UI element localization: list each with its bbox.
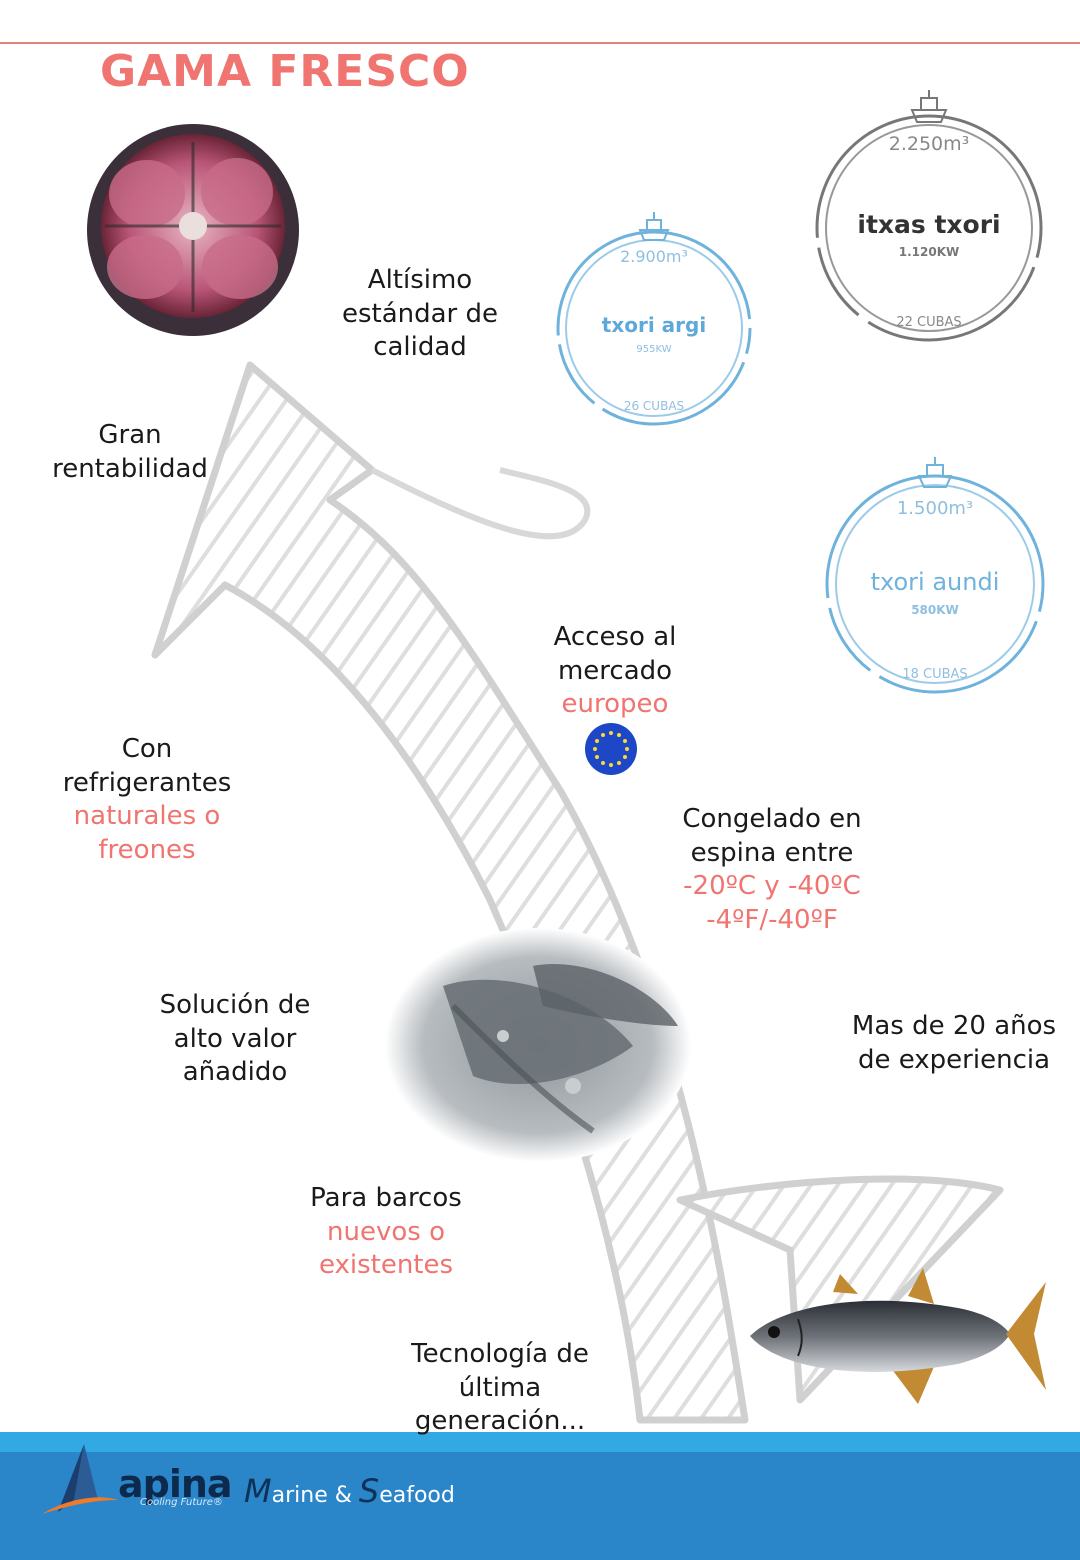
feature-vessels: Para barcos nuevos o existentes: [310, 1183, 462, 1280]
brand-tagline: Cooling Future®: [140, 1497, 223, 1508]
vessel-power: 580KW: [911, 603, 959, 617]
feature-refrigerants: Con refrigerantes naturales o freones: [62, 734, 232, 865]
division-name: Marine & Seafood: [244, 1472, 455, 1510]
feature-freezing: Congelado en espina entre -20ºC y -40ºC …: [682, 804, 862, 935]
feature-quality: Altísimo estándar de calidad: [341, 265, 499, 362]
vessel-badge-itxas-txori: 2.250m³ itxas txori 1.120KW 22 CUBAS: [815, 90, 1043, 342]
footer-band: [0, 1452, 1080, 1560]
feature-experience: Mas de 20 años de experiencia: [851, 1011, 1057, 1075]
vessel-tanks: 18 CUBAS: [902, 667, 967, 682]
vessel-volume: 2.250m³: [889, 133, 970, 155]
vessel-badge-txori-aundi: 1.500m³ txori aundi 580KW 18 CUBAS: [825, 457, 1045, 694]
vessel-name: itxas txori: [857, 210, 1000, 239]
vessel-tanks: 26 CUBAS: [624, 399, 684, 413]
feature-market-access: Acceso al mercado europeo: [553, 622, 677, 719]
ship-icon: [638, 212, 670, 241]
vessel-volume: 2.900m³: [620, 247, 688, 266]
brand-name: apina: [118, 1462, 233, 1506]
feature-technology: Tecnología de última generación...: [411, 1339, 589, 1436]
ship-icon: [917, 457, 953, 488]
vessel-power: 955KW: [636, 344, 671, 355]
vessel-name: txori argi: [602, 313, 706, 337]
vessel-name: txori aundi: [871, 568, 1000, 596]
yellowfin-tuna-illustration: [750, 1268, 1046, 1404]
eu-flag-icon: [585, 723, 637, 775]
feature-profitability: Gran rentabilidad: [52, 420, 208, 484]
vessel-tanks: 22 CUBAS: [896, 315, 961, 330]
feature-value-added: Solución de alto valor añadido: [159, 990, 311, 1087]
tuna-section-photo: [87, 124, 299, 336]
footer-stripe: [0, 1432, 1080, 1452]
frozen-fish-photo: [385, 928, 691, 1162]
page-title: GAMA FRESCO: [100, 46, 470, 97]
vessel-badge-txori-argi: 2.900m³ txori argi 955KW 26 CUBAS: [556, 212, 752, 426]
vessel-volume: 1.500m³: [897, 498, 973, 519]
vessel-power: 1.120KW: [899, 245, 960, 259]
top-rule: [0, 42, 1080, 44]
apina-logo-icon: [42, 1444, 118, 1514]
ship-icon: [910, 90, 948, 123]
